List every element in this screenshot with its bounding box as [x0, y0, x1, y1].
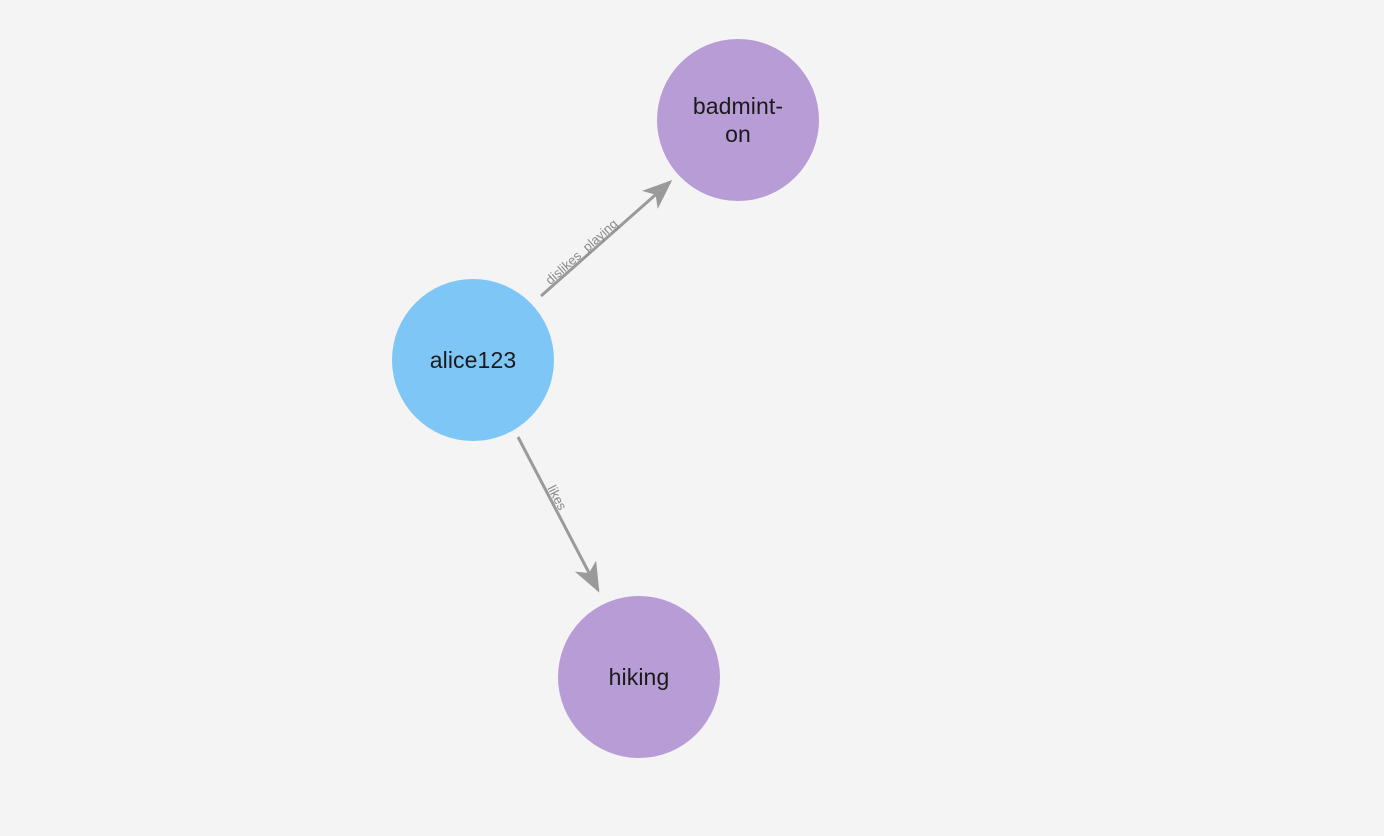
graph-node-label: badmint- on: [692, 93, 784, 147]
graph-node-hiking[interactable]: hiking: [558, 596, 720, 758]
edge-alice123-badminton[interactable]: [540, 180, 673, 298]
graph-node-badminton[interactable]: badmint- on: [657, 39, 819, 201]
edge-alice123-hiking[interactable]: [516, 436, 600, 593]
graph-node-label: hiking: [608, 664, 670, 690]
graph-node-alice123[interactable]: alice123: [392, 279, 554, 441]
graph-node-label: alice123: [429, 347, 517, 373]
